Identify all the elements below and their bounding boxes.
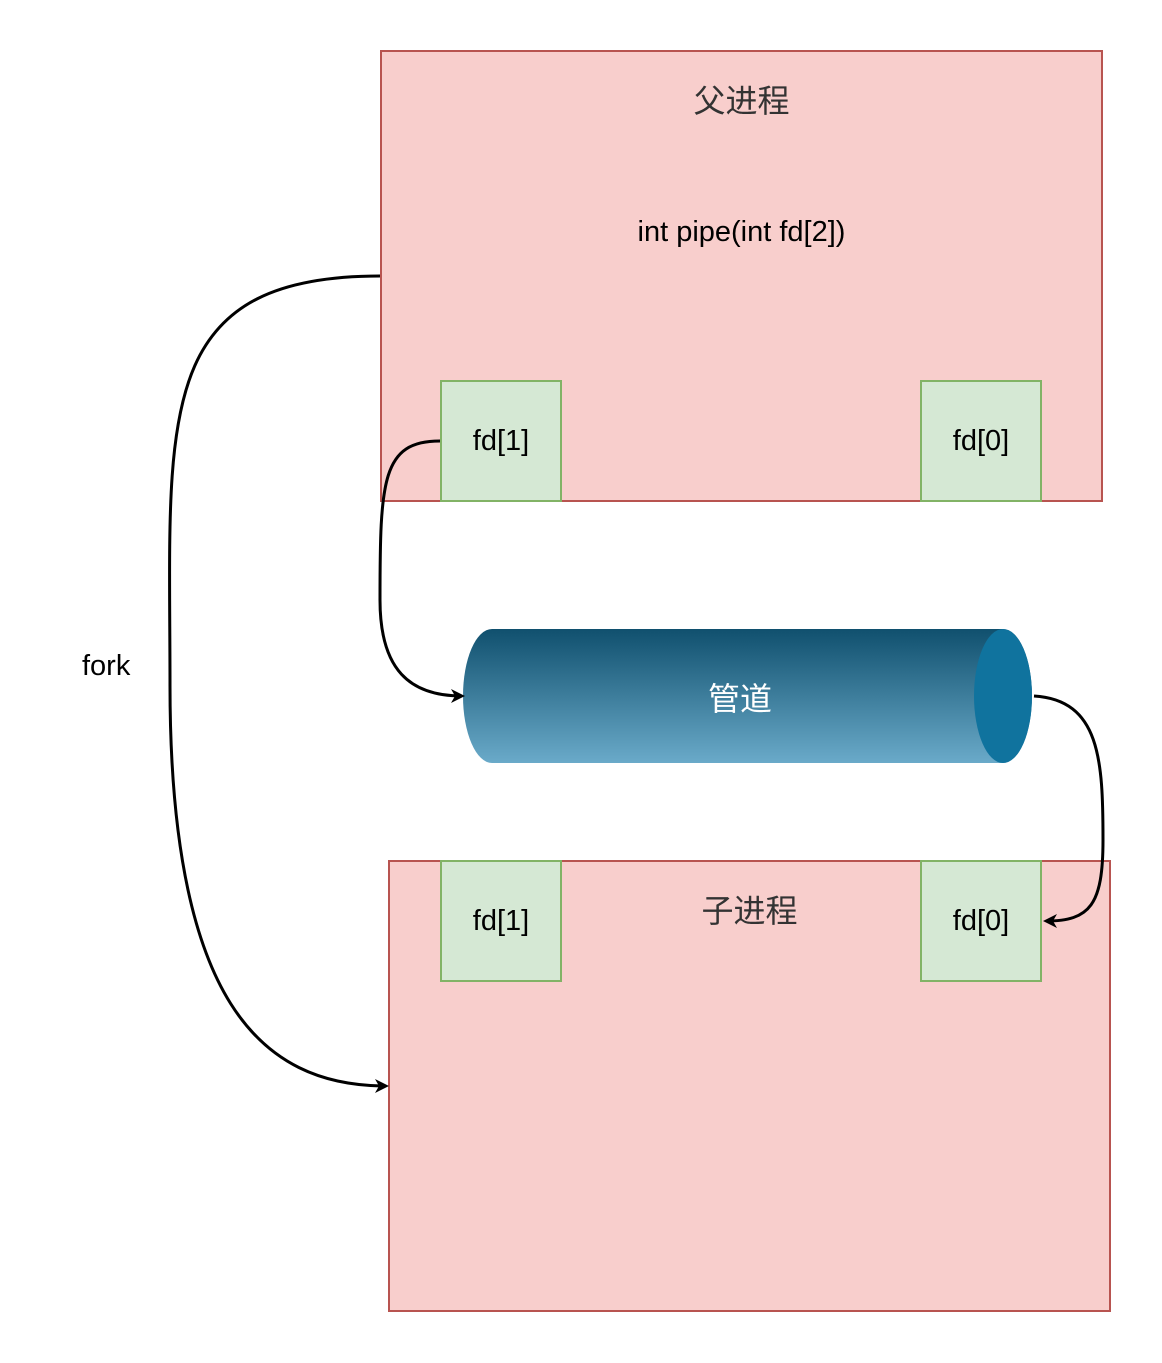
parent-fd-write-label: fd[1] [472, 424, 530, 457]
parent-fd-write-box: fd[1] [440, 380, 562, 502]
parent-fd-read-label: fd[0] [952, 424, 1010, 457]
child-process-title: 子进程 [701, 892, 798, 930]
fork-arrow [168, 274, 389, 1093]
fork-label: fork [82, 650, 131, 682]
write-to-pipe-arrow [378, 439, 465, 703]
pipe-cylinder [463, 629, 1032, 763]
pipe-call-text: int pipe(int fd[2]) [637, 216, 846, 248]
child-fd-read-box: fd[0] [920, 860, 1042, 982]
pipe-label: 管道 [707, 680, 772, 718]
child-fd-read-label: fd[0] [952, 904, 1010, 937]
child-fd-write-label: fd[1] [472, 904, 530, 937]
pipe-end-cap [974, 629, 1032, 763]
parent-process-title: 父进程 [693, 82, 790, 120]
child-fd-write-box: fd[1] [440, 860, 562, 982]
pipe-to-read-arrow [1033, 694, 1105, 928]
parent-fd-read-box: fd[0] [920, 380, 1042, 502]
